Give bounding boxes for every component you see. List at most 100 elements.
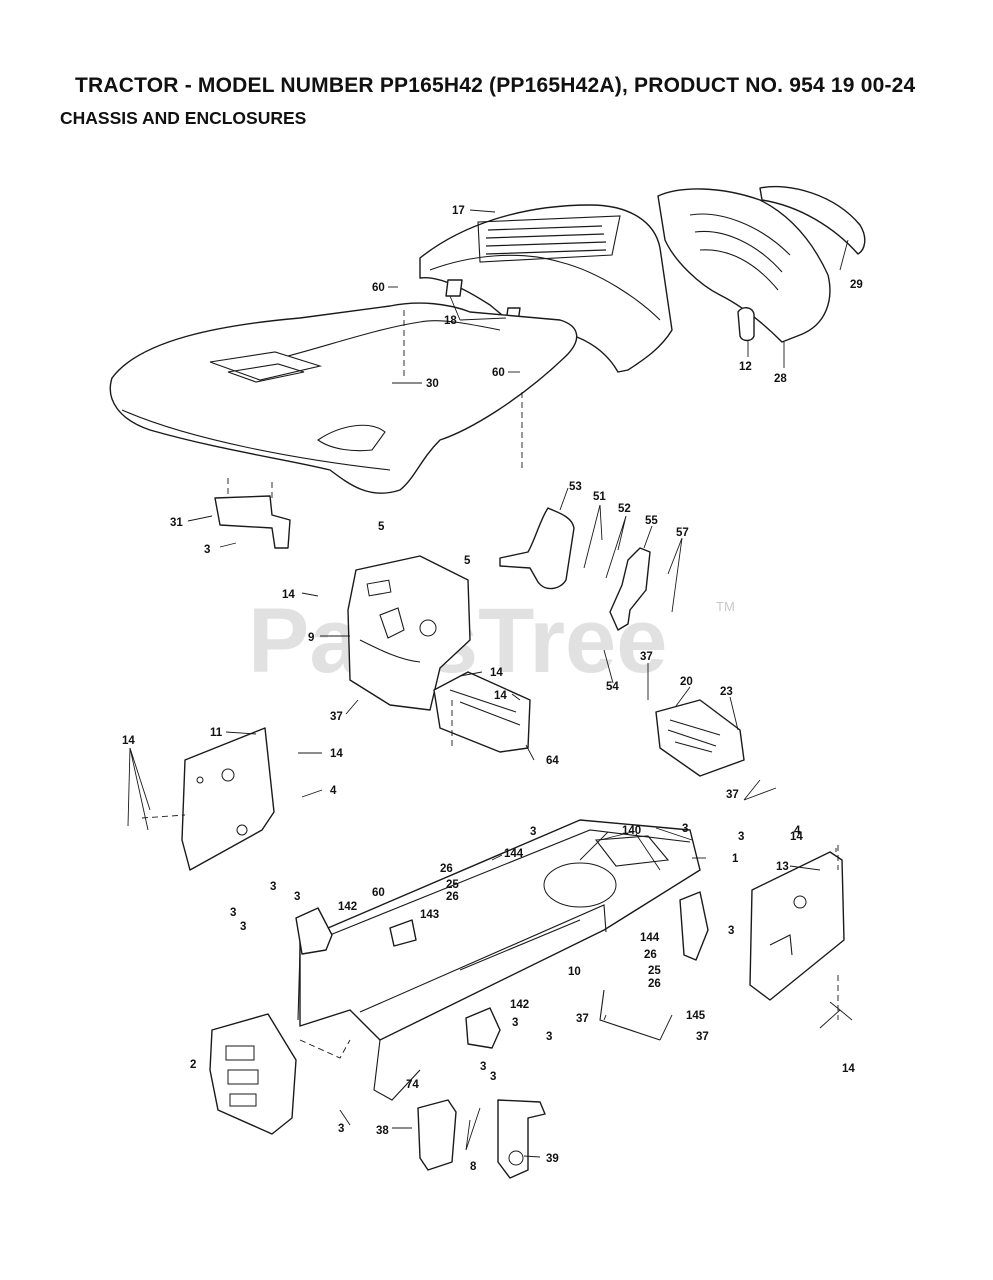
callout-51: 51 — [593, 491, 606, 503]
callout-37: 37 — [576, 1013, 589, 1025]
callout-14: 14 — [494, 690, 507, 702]
callout-9: 9 — [308, 632, 314, 644]
callout-144: 144 — [504, 848, 524, 860]
callout-10: 10 — [568, 966, 581, 978]
callout-14: 14 — [330, 748, 343, 760]
callout-142: 142 — [338, 901, 357, 913]
callout-1: 1 — [732, 853, 739, 865]
callout-14: 14 — [282, 589, 295, 601]
section-subtitle: CHASSIS AND ENCLOSURES — [60, 108, 307, 128]
callout-3: 3 — [490, 1071, 496, 1083]
callout-numbers: 17 18 60 60 30 29 12 28 31 3 5 5 14 9 14… — [122, 205, 863, 1173]
part-fender-bracket[interactable] — [214, 495, 291, 549]
callout-3: 3 — [338, 1123, 344, 1135]
part-grille[interactable] — [657, 188, 831, 343]
callout-38: 38 — [376, 1125, 389, 1137]
part-bracket-142-left[interactable] — [295, 907, 333, 955]
part-hood-pad-left[interactable] — [445, 279, 463, 297]
callout-3: 3 — [738, 831, 744, 843]
callout-64: 64 — [546, 755, 559, 767]
callout-3: 3 — [728, 925, 734, 937]
callout-3: 3 — [512, 1017, 518, 1029]
callout-145: 145 — [686, 1010, 706, 1022]
part-foot-plate[interactable] — [655, 699, 745, 777]
callout-54: 54 — [606, 681, 619, 693]
callout-3: 3 — [294, 891, 300, 903]
callout-11: 11 — [210, 727, 223, 739]
part-frame-side-bracket[interactable] — [679, 891, 709, 961]
callout-140: 140 — [622, 825, 641, 837]
callout-143: 143 — [420, 909, 439, 921]
callout-17: 17 — [452, 205, 465, 217]
part-bracket-39[interactable] — [497, 1099, 546, 1179]
callout-5: 5 — [378, 521, 385, 533]
callout-55: 55 — [645, 515, 658, 527]
part-rod-145[interactable] — [599, 989, 661, 1041]
part-hood[interactable] — [419, 204, 673, 373]
part-fender-deck[interactable] — [109, 302, 578, 494]
callout-25: 25 — [648, 965, 661, 977]
callout-3: 3 — [240, 921, 246, 933]
callout-23: 23 — [720, 686, 733, 698]
callout-3: 3 — [204, 544, 210, 556]
part-front-bumper[interactable] — [759, 185, 866, 255]
callout-30: 30 — [426, 378, 439, 390]
part-front-plate[interactable] — [209, 1013, 297, 1135]
callout-60: 60 — [372, 282, 385, 294]
callout-14: 14 — [842, 1063, 855, 1075]
callout-4: 4 — [330, 785, 337, 797]
callout-14: 14 — [490, 667, 503, 679]
callout-60: 60 — [372, 887, 385, 899]
callout-4: 4 — [794, 825, 801, 837]
callout-53: 53 — [569, 481, 582, 493]
callout-52: 52 — [618, 503, 631, 515]
callout-26: 26 — [440, 863, 453, 875]
callout-5: 5 — [464, 555, 471, 567]
callout-37: 37 — [640, 651, 653, 663]
part-bracket-142-right[interactable] — [465, 1007, 501, 1049]
callout-74: 74 — [406, 1079, 419, 1091]
part-main-frame[interactable] — [297, 819, 701, 1101]
callout-3: 3 — [682, 823, 688, 835]
callout-3: 3 — [230, 907, 236, 919]
callout-25: 25 — [446, 879, 459, 891]
callout-57: 57 — [676, 527, 689, 539]
callout-8: 8 — [470, 1161, 477, 1173]
watermark-trademark: TM — [716, 599, 735, 614]
callout-13: 13 — [776, 861, 789, 873]
callout-144: 144 — [640, 932, 660, 944]
callout-14: 14 — [122, 735, 135, 747]
callout-37: 37 — [726, 789, 739, 801]
callout-18: 18 — [444, 315, 457, 327]
callout-26: 26 — [648, 978, 661, 990]
part-side-plate-left[interactable] — [181, 727, 275, 871]
part-hood-bracket[interactable] — [737, 307, 755, 342]
page-title: TRACTOR - MODEL NUMBER PP165H42 (PP165H4… — [75, 74, 916, 97]
callout-37: 37 — [330, 711, 343, 723]
part-bracket-38[interactable] — [417, 1099, 457, 1171]
callout-39: 39 — [546, 1153, 559, 1165]
callout-31: 31 — [170, 517, 183, 529]
callout-3: 3 — [530, 826, 536, 838]
part-bracket-39-hole — [508, 1150, 524, 1166]
callout-28: 28 — [774, 373, 787, 385]
callout-60: 60 — [492, 367, 505, 379]
part-bracket-55[interactable] — [609, 547, 651, 631]
part-bracket-53[interactable] — [499, 507, 575, 590]
callout-12: 12 — [739, 361, 752, 373]
callout-3: 3 — [480, 1061, 486, 1073]
part-side-plate-right[interactable] — [749, 851, 845, 1001]
assembly-guide-lines — [141, 310, 839, 1059]
callout-29: 29 — [850, 279, 863, 291]
callout-leaders — [127, 209, 853, 1158]
callout-2: 2 — [190, 1059, 196, 1071]
callout-26: 26 — [644, 949, 657, 961]
callout-3: 3 — [270, 881, 276, 893]
callout-20: 20 — [680, 676, 693, 688]
callout-3: 3 — [546, 1031, 552, 1043]
callout-14: 14 — [790, 831, 803, 843]
callout-26: 26 — [446, 891, 459, 903]
part-bracket-143[interactable] — [389, 919, 417, 947]
callout-142: 142 — [510, 999, 529, 1011]
